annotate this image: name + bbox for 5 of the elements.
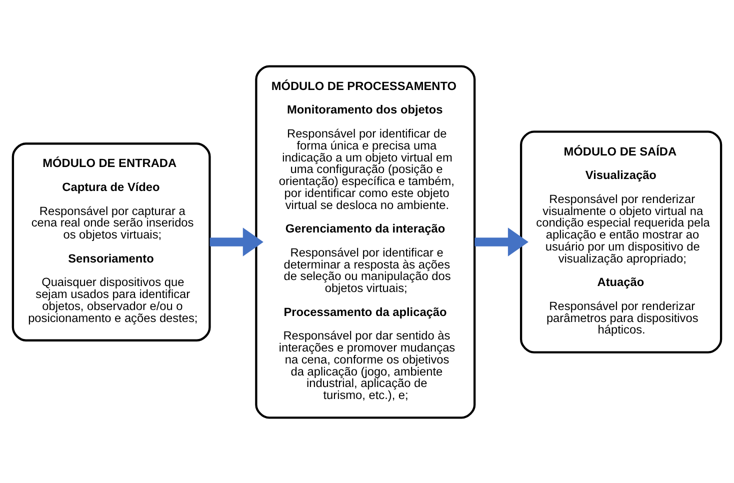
node-box: MÓDULO DE PROCESSAMENTO Monitoramento dos objetos Responsável por identificar de forma única e precisa uma indicação a um objeto virtual em uma configuração (posição e orientação) específica e também, por identificar como este objeto virtual se desloca no ambiente. Gerenciamento da interação Responsável por identificar e determinar a resposta às ações de seleção ou manipulação dos objetos virtuais; Processamento da aplicação Responsável por dar sentido às interações e promover mudanças na cena, conforme os objetivos da aplicação (jogo, ambiente industrial, aplicação de turismo, etc.), e; [255,64,476,418]
node-box: MÓDULO DE SAÍDA Visualização Responsável por renderizar visualmente o objeto virtual na condição especial requerida pela aplicação e então mostrar ao usuário por um dispositivo de visualização apropriado; Atuação Responsável por renderizar parâmetros para dispositivos hápticos. [520,130,722,353]
node-box: MÓDULO DE ENTRADA Captura de Vídeo Responsável por capturar a cena real onde serão inseridos os objetos virtuais; Sensoriamento Quaisquer dispositivos que sejam usados para identificar objetos, observador e/ou o posicionamento e ações destes; [12,142,211,341]
arrow [474,227,528,256]
arrow [210,227,264,256]
